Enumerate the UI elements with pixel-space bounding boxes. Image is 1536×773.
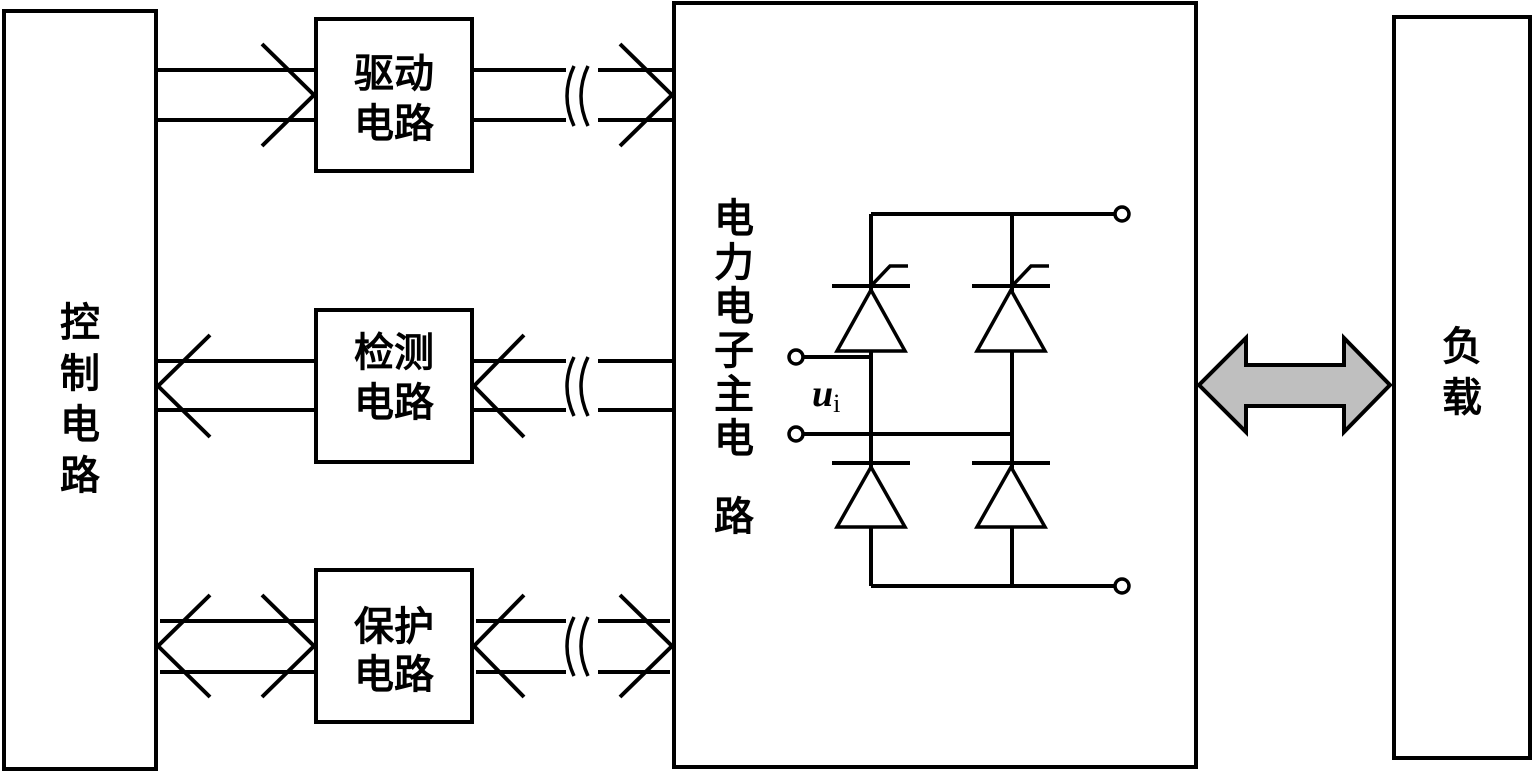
control-label-char-2: 制 — [60, 351, 100, 397]
drive-circuit-block: 驱动 电路 — [314, 17, 474, 173]
control-label-char-1: 控 — [60, 300, 100, 346]
main-to-detect-arrow — [471, 333, 674, 439]
control-label-char-3: 电 — [60, 402, 100, 448]
main-label-char-4: 子 — [714, 328, 754, 374]
thyristor-upper-right — [972, 264, 1050, 353]
drive-label-line-2: 电路 — [354, 101, 435, 147]
main-label-char-1: 电 — [714, 196, 754, 242]
protect-main-bidirectional-arrow — [471, 593, 675, 699]
protect-label-line-1: 保护 — [354, 604, 434, 650]
load-label-char-1: 负 — [1442, 324, 1482, 370]
load-block: 负 载 — [1392, 15, 1532, 760]
detection-circuit-block: 检测 电路 — [314, 308, 474, 464]
thyristor-bridge: ui — [787, 205, 1131, 595]
control-label-char-4: 路 — [60, 453, 101, 499]
main-label-char-7: 路 — [714, 494, 755, 540]
diode-lower-left — [832, 461, 910, 529]
load-label-char-2: 载 — [1442, 375, 1482, 421]
diode-lower-right — [972, 461, 1050, 529]
control-circuit-block: 控 制 电 路 — [2, 9, 158, 771]
input-terminal-top — [787, 348, 805, 366]
main-label-char-2: 力 — [714, 240, 754, 286]
detect-label-line-2: 电路 — [354, 380, 435, 426]
drive-to-main-arrow — [472, 42, 675, 148]
protection-circuit-block: 保护 电路 — [314, 568, 474, 724]
main-label-char-6: 电 — [714, 416, 754, 462]
main-label-char-3: 电 — [714, 284, 754, 330]
main-circuit-block: 电 力 电 子 主 电 路 — [672, 1, 1198, 769]
detect-to-control-arrow — [155, 333, 316, 439]
thyristor-upper-left — [832, 264, 910, 353]
input-terminal-bottom — [787, 425, 805, 443]
detect-label-line-1: 检测 — [354, 330, 434, 376]
main-load-bidirectional-arrow — [1196, 333, 1393, 437]
protect-label-line-2: 电路 — [354, 652, 435, 698]
main-label-char-5: 主 — [714, 372, 754, 418]
control-to-drive-arrow — [156, 42, 317, 148]
input-voltage-label: ui — [812, 373, 840, 418]
output-terminal-top — [1113, 205, 1131, 223]
drive-label-line-1: 驱动 — [354, 51, 434, 97]
control-protect-bidirectional-arrow — [155, 593, 317, 699]
output-terminal-bottom — [1113, 577, 1131, 595]
